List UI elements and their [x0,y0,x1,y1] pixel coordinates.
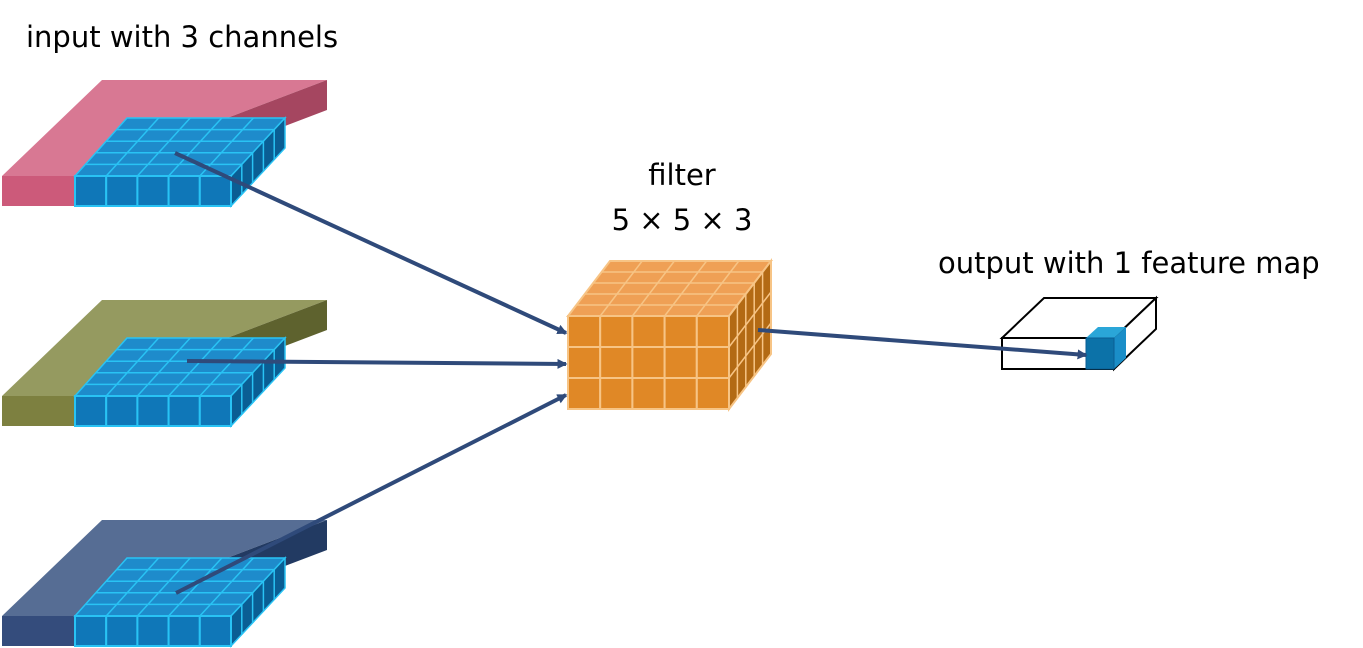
filter-cell [663,346,698,379]
filter-cell [663,315,698,348]
arrow-filter-to-output [757,328,1088,360]
field-grid-line [168,117,223,177]
field-cell [74,175,108,207]
field-grid-line [199,337,254,397]
output-cell-top [1086,327,1126,338]
filter-cell [695,346,730,379]
receptive-field [73,556,287,648]
field-grid-line [136,557,191,617]
filter-grid-line [631,260,675,317]
arrow-green-to-filter [186,358,568,369]
field-grid-line [168,337,223,397]
field-cell [74,615,108,647]
field-grid-line [105,337,160,397]
channel-blue [2,520,327,648]
filter-cell [567,315,602,348]
filter-cell [631,377,666,410]
arrow-red-to-filter [174,151,568,335]
filter-cell [695,315,730,348]
channel-front [2,396,75,426]
output-cell-front [1085,337,1115,370]
filter-cell [599,346,634,379]
filter-cell [567,377,602,410]
filter-cell [567,346,602,379]
field-grid-line [105,117,160,177]
field-cell [167,175,201,207]
arrow-blue-to-filter [175,393,568,595]
filter-grid-line [599,260,643,317]
field-cell [136,175,170,207]
filter-grid-line [664,260,708,317]
field-grid-line [136,337,191,397]
field-grid-line [168,557,223,617]
field-cell [136,395,170,427]
filter-cell [631,315,666,348]
field-cell [167,615,201,647]
filter-grid-line [728,291,772,348]
field-cell [105,395,139,427]
field-cell [105,175,139,207]
receptive-field [73,116,287,208]
filter-cell [599,377,634,410]
channel-front [2,176,75,206]
filter-grid-line [696,260,740,317]
field-grid-line [199,557,254,617]
filter-size-label: 5 × 5 × 3 [611,203,753,237]
field-cell [105,615,139,647]
filter-cell [663,377,698,410]
field-cell [136,615,170,647]
filter-cell [599,315,634,348]
filter-cell [695,377,730,410]
filter-label: filter [648,158,716,192]
field-cell [198,175,233,207]
field-grid-line [105,557,160,617]
channel-red [2,80,327,208]
field-cell [198,615,233,647]
output-feature-map [999,295,1159,372]
output-label: output with 1 feature map [938,246,1320,280]
output-cell-side [1114,327,1126,369]
field-grid-line [136,117,191,177]
field-cell [167,395,201,427]
field-cell [198,395,233,427]
field-cell [74,395,108,427]
channel-front [2,616,75,646]
input-label: input with 3 channels [26,20,339,54]
filter-cell [631,346,666,379]
connection-arrows [174,151,1088,595]
filter-cube [565,258,774,412]
